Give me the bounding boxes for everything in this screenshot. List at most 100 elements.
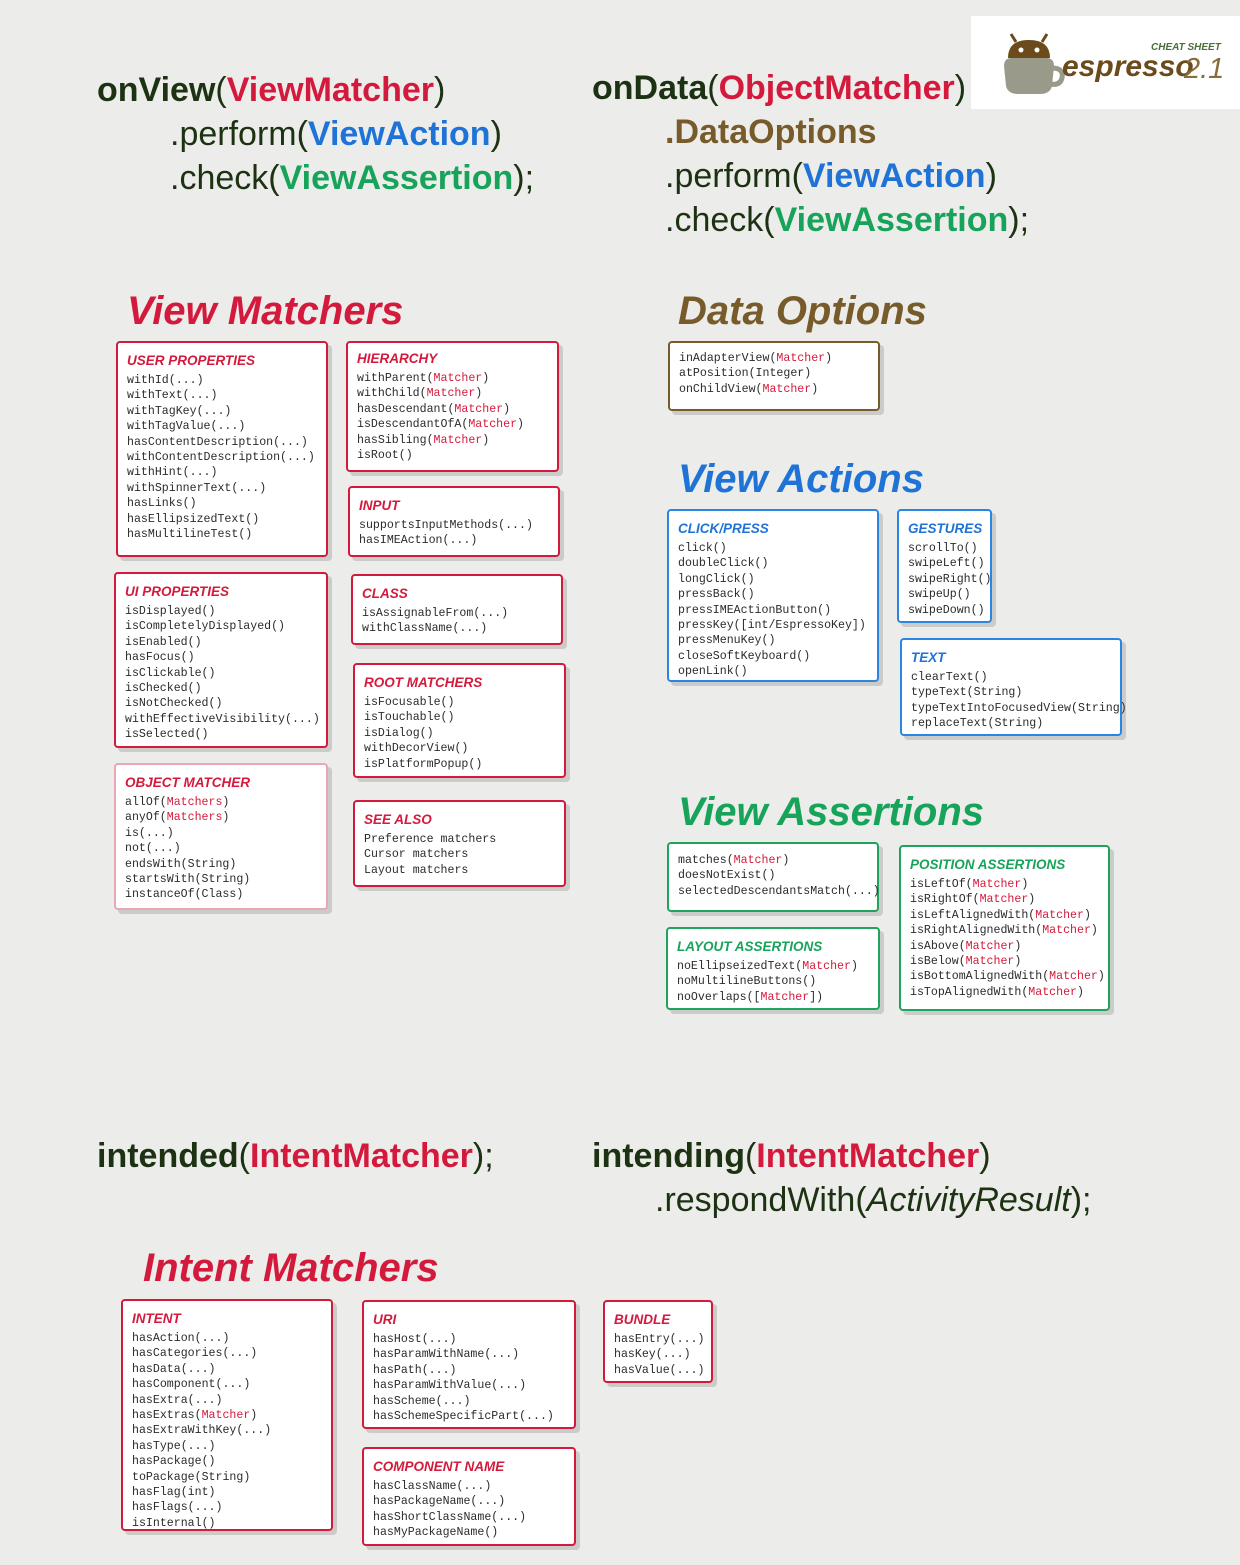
matcher-arg: Matcher <box>760 990 810 1004</box>
method-text: hasPackage() <box>132 1455 216 1469</box>
method-text: withTagKey(...) <box>127 404 232 418</box>
onview-perform: .perform <box>170 115 297 153</box>
method-text: typeTextIntoFocusedView(String) <box>911 701 1127 715</box>
method-text: doesNotExist() <box>678 869 776 883</box>
method-text: withEffectiveVisibility(...) <box>125 712 320 726</box>
method-text: isCompletelyDisplayed() <box>125 620 286 634</box>
method-text: ) <box>1076 985 1084 999</box>
list-item: withParent(Matcher) <box>357 371 549 386</box>
list-item: hasDescendant(Matcher) <box>357 402 549 417</box>
method-text: swipeLeft() <box>908 557 985 571</box>
method-text: isTouchable() <box>364 711 455 725</box>
list-item: supportsInputMethods(...) <box>359 518 550 533</box>
method-text: hasLinks() <box>127 497 197 511</box>
method-text: isChecked() <box>125 682 202 696</box>
method-text: ) <box>850 960 858 973</box>
method-text: ) <box>222 796 230 809</box>
list-item: isRightOf(Matcher) <box>910 892 1100 907</box>
method-text: withText(...) <box>127 389 218 403</box>
list-item: isFocusable() <box>364 695 556 710</box>
matcher-arg: Matcher <box>972 878 1022 891</box>
box-title: INPUT <box>359 498 400 513</box>
heading-view-matchers: View Matchers <box>127 289 404 333</box>
method-text: pressIMEActionButton() <box>678 603 832 617</box>
method-text: isRightOf( <box>910 893 980 907</box>
list-item: hasFlag(int) <box>132 1485 323 1500</box>
list-item: hasCategories(...) <box>132 1346 323 1361</box>
matcher-arg: Matcher <box>733 854 783 867</box>
method-text: hasComponent(...) <box>132 1378 251 1392</box>
matcher-arg: Matcher <box>433 433 483 447</box>
box-title: OBJECT MATCHER <box>125 775 251 790</box>
box-title: GESTURES <box>908 521 983 536</box>
matcher-arg: Matchers <box>166 796 223 809</box>
list-item: swipeDown() <box>908 603 985 618</box>
method-text: withClassName(...) <box>362 622 488 636</box>
list-item: isPlatformPopup() <box>364 757 556 772</box>
intending-respond-line: .respondWith(ActivityResult); <box>655 1181 1092 1219</box>
method-text: noEllipseizedText( <box>677 960 803 973</box>
list-item: isClickable() <box>125 666 318 681</box>
list-item: withTagValue(...) <box>127 419 318 434</box>
method-text: isNotChecked() <box>125 697 223 711</box>
box-title: INTENT <box>132 1311 181 1326</box>
heading-view-assertions: View Assertions <box>678 790 985 834</box>
method-text: hasFlags(...) <box>132 1501 223 1515</box>
method-text: clearText() <box>911 671 988 684</box>
method-text: isDisplayed() <box>125 605 216 618</box>
list-item: hasPackage() <box>132 1454 323 1469</box>
method-text: isBottomAlignedWith( <box>910 970 1050 984</box>
list-item: isBelow(Matcher) <box>910 954 1100 969</box>
box-root-matchers: ROOT MATCHERS isFocusable()isTouchable()… <box>353 663 566 778</box>
box-input: INPUT supportsInputMethods(...)hasIMEAct… <box>348 486 560 557</box>
ondata-action: ViewAction <box>802 157 986 195</box>
list-item: isNotChecked() <box>125 696 318 711</box>
list-item: instanceOf(Class) <box>125 887 318 902</box>
list-item: isTopAlignedWith(Matcher) <box>910 985 1100 1000</box>
onview-check: .check <box>170 159 269 197</box>
list-item: hasHost(...) <box>373 1332 566 1347</box>
list-item: closeSoftKeyboard() <box>678 649 869 664</box>
list-item: hasPackageName(...) <box>373 1494 566 1509</box>
list-item: not(...) <box>125 841 318 856</box>
matcher-arg: Matcher <box>776 352 826 365</box>
list-item: withContentDescription(...) <box>127 450 318 465</box>
list-item: isDisplayed() <box>125 604 318 619</box>
logo-version: 2.1 <box>1184 53 1225 85</box>
method-text: openLink() <box>678 665 748 679</box>
method-text: hasAction(...) <box>132 1332 230 1345</box>
ondata-fn: onData <box>592 69 708 107</box>
matcher-arg: Matcher <box>426 387 476 401</box>
method-text: isClickable() <box>125 666 216 680</box>
onview-check-line: .check(ViewAssertion); <box>170 159 535 197</box>
onview-fn: onView <box>97 71 216 109</box>
method-text: allOf( <box>125 796 167 809</box>
box-bundle: BUNDLE hasEntry(...)hasKey(...)hasValue(… <box>603 1300 713 1383</box>
method-text: isInternal() <box>132 1516 216 1530</box>
list-item: withText(...) <box>127 388 318 403</box>
method-text: hasExtraWithKey(...) <box>132 1424 272 1438</box>
list-item: pressMenuKey() <box>678 633 869 648</box>
method-text: hasScheme(...) <box>373 1394 471 1408</box>
method-text: replaceText(String) <box>911 717 1044 731</box>
matcher-arg: Matcher <box>1028 985 1077 999</box>
method-text: hasExtra(...) <box>132 1393 223 1407</box>
list-item: hasSibling(Matcher) <box>357 433 549 448</box>
box-gestures: GESTURES scrollTo()swipeLeft()swipeRight… <box>897 509 992 623</box>
method-text: longClick() <box>678 572 755 586</box>
matcher-arg: Matcher <box>468 418 518 432</box>
method-text: hasSibling( <box>357 433 434 447</box>
method-text: hasValue(...) <box>614 1363 705 1377</box>
matcher-arg: Matcher <box>1049 970 1098 984</box>
matcher-arg: Matcher <box>965 955 1015 969</box>
box-title: POSITION ASSERTIONS <box>910 857 1066 872</box>
method-text: endsWith(String) <box>125 857 237 871</box>
item-list: isAssignableFrom(...)withClassName(...) <box>362 606 553 637</box>
matcher-arg: Matcher <box>965 939 1015 953</box>
list-item: click() <box>678 541 869 556</box>
method-text: ) <box>825 352 833 365</box>
intended-line: intended(IntentMatcher); <box>97 1137 494 1175</box>
method-text: hasIMEAction(...) <box>359 534 478 548</box>
